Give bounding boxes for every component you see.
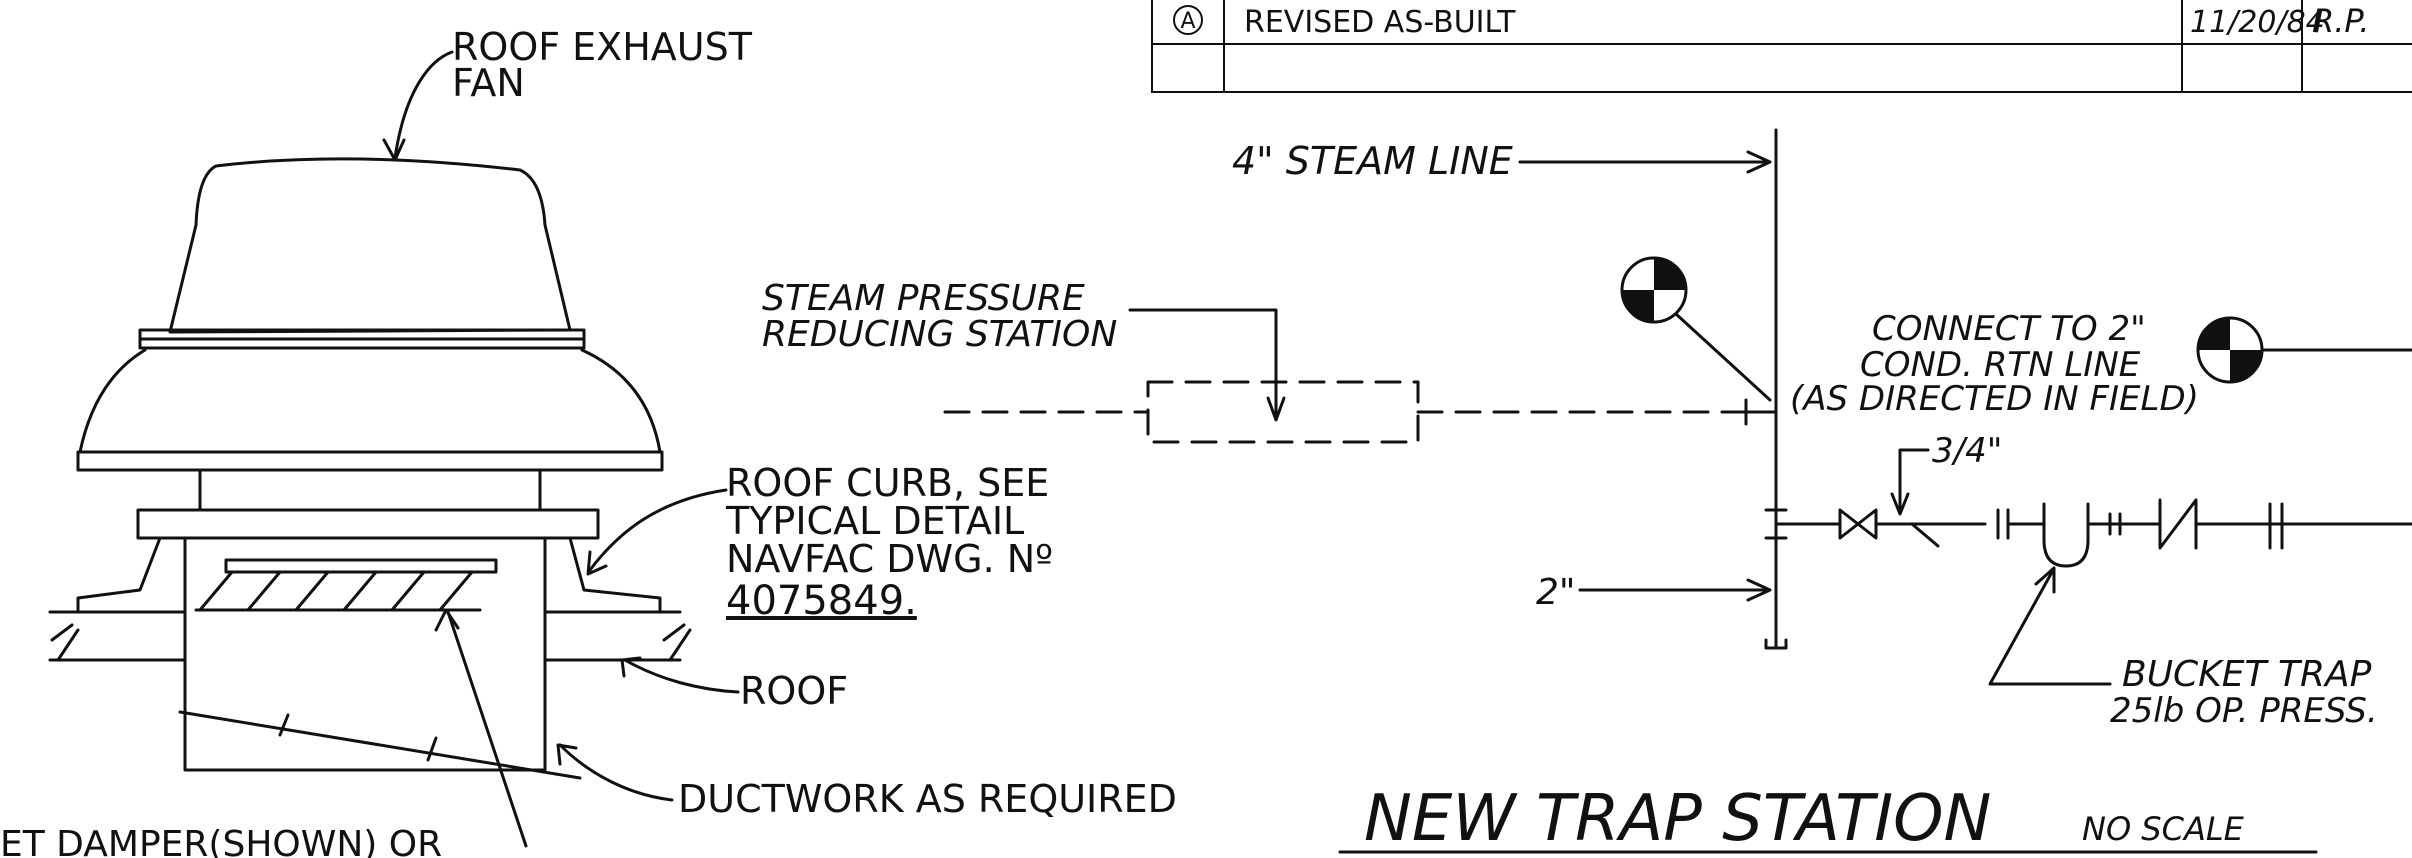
damper-label: ET DAMPER(SHOWN) OR: [0, 824, 442, 858]
revision-block: A REVISED AS-BUILT 11/20/84 R.P.: [1151, 0, 2412, 93]
curb-body: [183, 536, 547, 772]
fan-neck: [198, 468, 542, 512]
curb-cap: [136, 508, 600, 540]
duct-leader: [558, 743, 674, 802]
revision-mark: A: [1180, 9, 1195, 34]
fan-rim: [76, 450, 664, 472]
size-two-inch: 2": [1536, 572, 1575, 613]
gate-valve-symbol: [1838, 508, 1878, 540]
two-inch-arrow: [1746, 578, 1772, 602]
fan-hood: [168, 157, 572, 334]
revision-by: R.P.: [2312, 2, 2369, 40]
damper-leader: [446, 610, 528, 848]
trap-leader-arrow: [2034, 566, 2056, 594]
fan-label-line-2: FAN: [452, 61, 525, 105]
indicator-symbol-1: [1620, 256, 1688, 324]
indicator-leader: [1674, 312, 1772, 402]
revision-mark-circle: [1173, 5, 1203, 35]
revision-description: REVISED AS-BUILT: [1244, 5, 1516, 40]
union-2: [2108, 512, 2122, 536]
damper-blades: [198, 570, 474, 612]
strainer-symbol: [1910, 522, 1940, 548]
duct-label: DUCTWORK AS REQUIRED: [678, 777, 1177, 821]
trap-label-line-2: 25lb OP. PRESS.: [2110, 691, 2378, 731]
curb-leader: [588, 488, 728, 572]
roof-right: [543, 610, 682, 662]
fan-detail: ROOF EXHAUST FAN ROOF CURB, SEE: [0, 25, 1177, 858]
connect-label-line-2: COND. RTN LINE: [1860, 345, 2141, 385]
fan-dome: [78, 348, 662, 454]
bucket-trap-symbol: [2042, 502, 2090, 568]
dashed-line-tee: [1738, 398, 1778, 426]
trap-station-detail: 4" STEAM LINE STEAM PRESSURE REDUCING ST…: [762, 128, 2412, 856]
fan-label-line-1: ROOF EXHAUST: [452, 25, 753, 69]
break-right: [662, 623, 692, 662]
curb-label-line-3: NAVFAC DWG. Nº: [726, 537, 1053, 581]
riser-cap: [1764, 638, 1788, 650]
check-valve-symbol: [2158, 498, 2198, 550]
flashing-left: [76, 536, 162, 612]
duct-ticks: [278, 713, 438, 762]
flashing-right: [568, 536, 662, 612]
pipe-break: [2268, 502, 2284, 550]
prv-label-line-1: STEAM PRESSURE: [762, 278, 1085, 319]
curb-leader-arrow: [586, 550, 608, 576]
connect-label-line-1: CONNECT TO 2": [1872, 309, 2146, 349]
revision-date: 11/20/84: [2190, 5, 2325, 40]
trap-leader: [1988, 570, 2112, 686]
roof-leader: [623, 658, 740, 694]
size-three-quarter: 3/4": [1932, 431, 2002, 471]
curb-label-line-1: ROOF CURB, SEE: [726, 461, 1049, 505]
connect-label-line-3: (AS DIRECTED IN FIELD): [1790, 379, 2199, 419]
curb-label-line-4: 4075849.: [726, 578, 917, 624]
prv-station-box: [1146, 380, 1420, 444]
steam-line-arrow: [1746, 150, 1772, 174]
damper-leader-arrow: [434, 608, 460, 632]
trap-station-scale: NO SCALE: [2082, 810, 2245, 848]
curb-label-line-2: TYPICAL DETAIL: [725, 499, 1024, 543]
prv-label-line-2: REDUCING STATION: [762, 314, 1117, 355]
fan-leader: [393, 50, 454, 160]
trap-label-line-1: BUCKET TRAP: [2122, 654, 2372, 695]
prv-leader-arrow: [1266, 396, 1286, 422]
break-left: [50, 623, 80, 662]
duct-leader-arrow: [556, 743, 578, 766]
indicator-symbol-2: [2196, 316, 2264, 384]
roof-leader-arrow: [620, 656, 642, 678]
trap-station-title: NEW TRAP STATION: [1364, 782, 1991, 856]
three-quarter-arrow: [1890, 492, 1910, 516]
damper-frame: [224, 558, 498, 574]
roof-left: [48, 610, 187, 662]
roof-label: ROOF: [740, 669, 848, 713]
duct-slope: [178, 710, 582, 780]
fan-leader-arrow: [382, 138, 406, 162]
three-quarter-leader: [1898, 448, 1930, 512]
steam-line-label: 4" STEAM LINE: [1232, 139, 1513, 183]
prv-leader: [1128, 308, 1278, 418]
riser-tee: [1764, 508, 1788, 540]
